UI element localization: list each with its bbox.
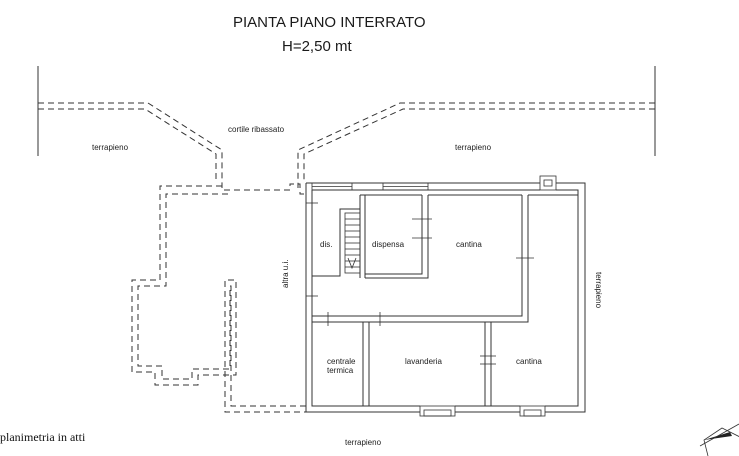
room-cantina-upper: cantina (456, 240, 482, 249)
label-terrapieno-left: terrapieno (92, 143, 129, 152)
plan-title: PIANTA PIANO INTERRATO (233, 14, 426, 31)
terrain-boundary (37, 66, 656, 156)
label-cortile: cortile ribassato (228, 125, 285, 134)
room-cantina-lower: cantina (516, 357, 542, 366)
plan-caption: planimetria in atti (0, 430, 86, 444)
room-centrale-line2: termica (327, 366, 354, 375)
other-unit-outline (131, 183, 308, 413)
door-marks (306, 202, 534, 365)
room-dispensa: dispensa (372, 240, 405, 249)
plan-height: H=2,50 mt (282, 38, 352, 55)
north-arrow-icon (699, 423, 739, 456)
room-lavanderia: lavanderia (405, 357, 442, 366)
label-terrapieno-side: terrapieno (594, 272, 603, 309)
room-centrale-line1: centrale (327, 357, 356, 366)
unit-walls (305, 175, 586, 417)
label-terrapieno-right: terrapieno (455, 143, 492, 152)
room-dis: dis. (320, 240, 333, 249)
courtyard-outline (38, 102, 655, 188)
label-terrapieno-bottom: terrapieno (345, 438, 382, 447)
label-altra-ui: altra u.i. (281, 259, 290, 288)
